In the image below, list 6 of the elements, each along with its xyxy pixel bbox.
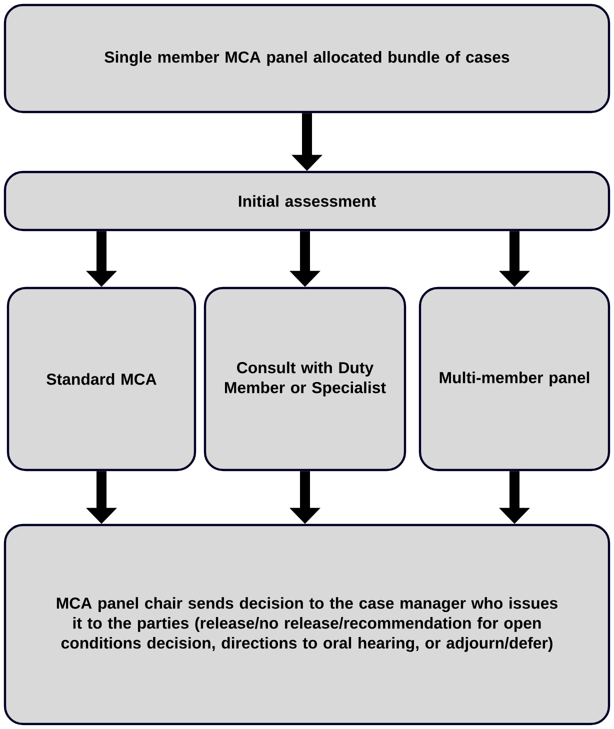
- process-box: Standard MCA: [6, 286, 196, 472]
- process-box: Initial assessment: [4, 170, 610, 232]
- process-box: MCA panel chair sends decision to the case manager who issues it to the parties (release/no release/recommendation for open conditions decision, directions to oral hearing, or adjourn/defer): [4, 524, 610, 726]
- process-box: Consult with Duty Member or Specialist: [204, 286, 406, 472]
- process-box: Multi-member panel: [418, 286, 610, 472]
- process-box: Single member MCA panel allocated bundle of cases: [4, 4, 610, 114]
